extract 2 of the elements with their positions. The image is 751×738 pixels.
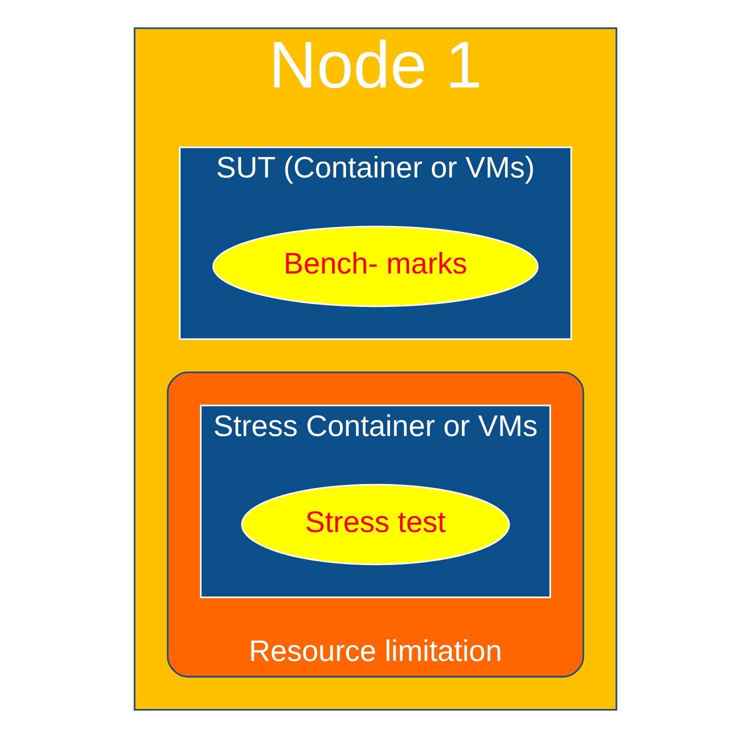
node-ellipse: Stress test: [241, 484, 510, 566]
node-ellipse: Bench- marks: [212, 226, 539, 308]
